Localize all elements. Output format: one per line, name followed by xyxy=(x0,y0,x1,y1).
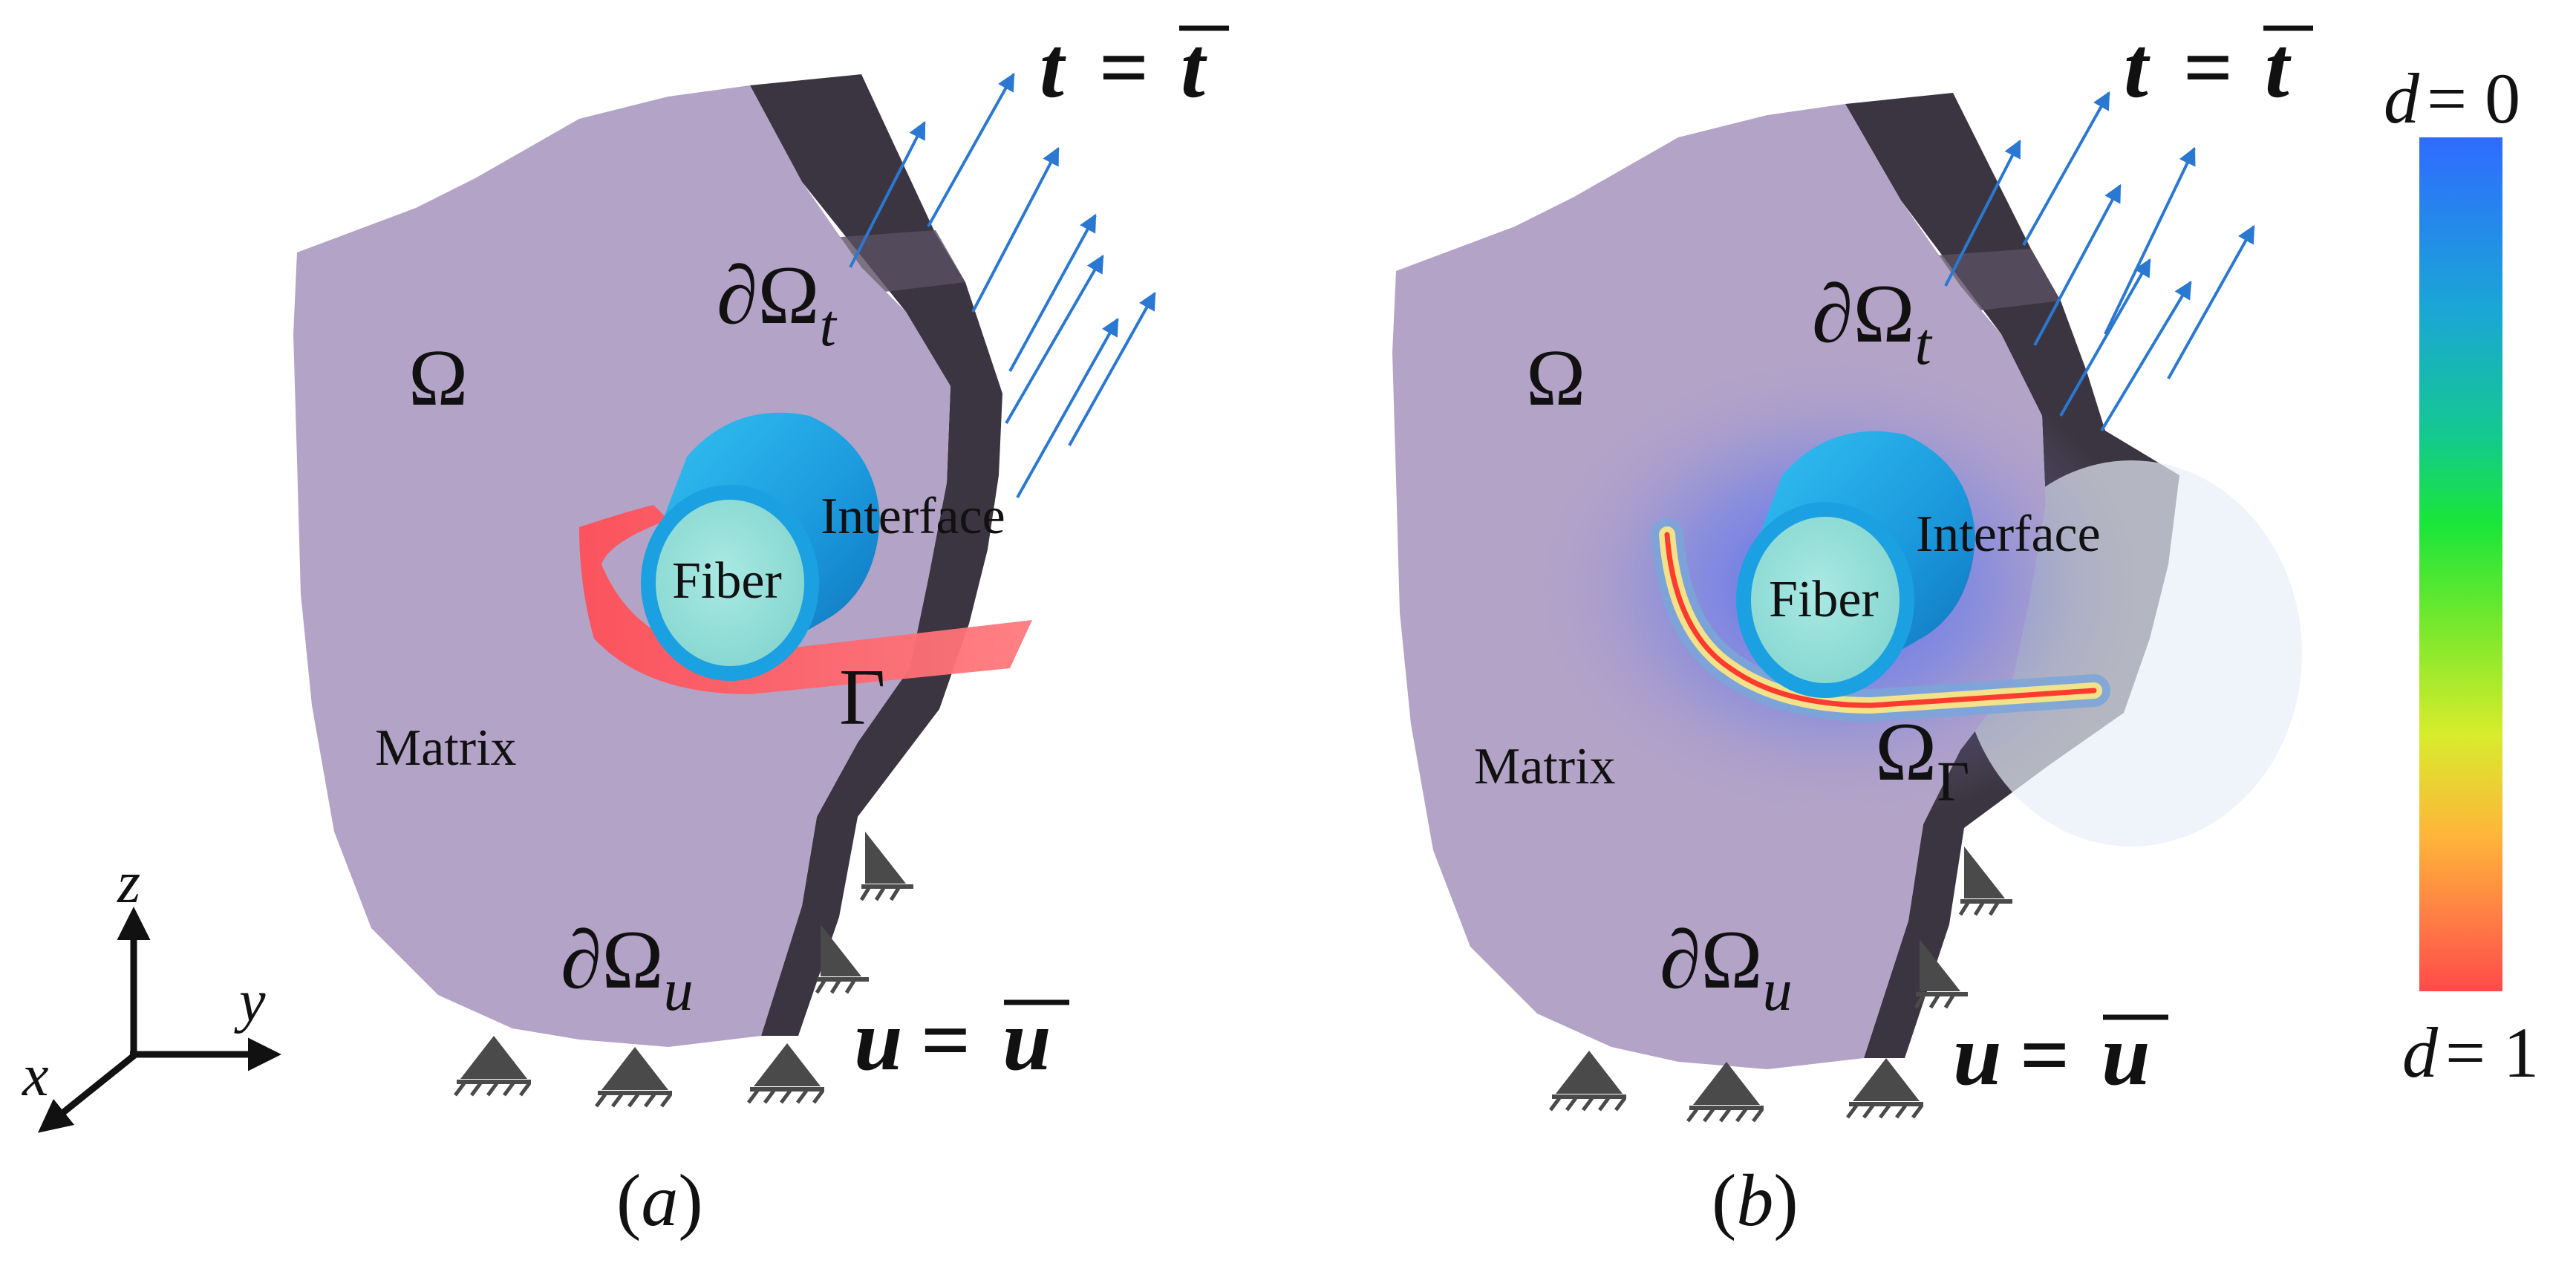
support-icon xyxy=(1960,846,2012,915)
support-icon xyxy=(455,1036,531,1095)
panel-b-interface-label: Interface xyxy=(1916,506,2101,563)
svg-text:u: u xyxy=(1002,991,1051,1089)
traction-arrow xyxy=(849,120,926,268)
panel-a-side-face-top xyxy=(750,74,1002,1036)
svg-text:=: = xyxy=(2183,19,2233,116)
panel-a-crack-label: Γ xyxy=(839,653,885,742)
panel-a-traction-equation: t = t xyxy=(1040,19,1229,116)
svg-text:t: t xyxy=(2265,19,2292,116)
support-icon xyxy=(1688,1062,1764,1121)
x-axis xyxy=(37,1050,140,1133)
svg-text:t: t xyxy=(2124,19,2151,116)
panel-b-traction-equation: t = t xyxy=(2124,19,2313,116)
support-icon xyxy=(1848,1058,1923,1117)
svg-text:u: u xyxy=(1953,1006,2002,1103)
colorbar-bottom-label: d= 1 xyxy=(2402,1013,2539,1092)
panel-a-domain-label: Ω xyxy=(408,334,468,422)
x-axis-label: x xyxy=(22,1043,49,1109)
panel-a: Ω ∂Ωt Interface Fiber Γ Matrix ∂Ωu t = t… xyxy=(293,19,1229,1241)
support-icon xyxy=(817,924,869,993)
colorbar-top-label: d= 0 xyxy=(2384,59,2520,138)
y-axis-label: y xyxy=(234,969,266,1034)
svg-text:=: = xyxy=(1099,19,1149,116)
panel-a-fiber-face xyxy=(656,500,804,666)
traction-arrow xyxy=(971,146,1060,313)
panel-a-displacement-boundary-label: ∂Ωu xyxy=(561,914,694,1023)
panel-b-matrix-label: Matrix xyxy=(1474,738,1616,795)
traction-arrow xyxy=(2022,91,2110,246)
panel-b-displacement-boundary-label: ∂Ωu xyxy=(1660,914,1793,1023)
support-icon xyxy=(596,1047,672,1106)
z-axis-label: z xyxy=(117,850,140,916)
traction-arrow xyxy=(2167,224,2255,379)
svg-text:=: = xyxy=(921,991,971,1089)
svg-text:t: t xyxy=(1181,19,1207,116)
panel-b-domain-label: Ω xyxy=(1526,334,1585,422)
panel-a-interface-label: Interface xyxy=(821,488,1005,545)
traction-arrow xyxy=(2059,258,2151,417)
panel-b-fiber-face xyxy=(1751,517,1900,683)
colorbar-gradient xyxy=(2419,137,2502,991)
traction-arrow xyxy=(927,72,1015,227)
support-icon xyxy=(861,832,913,900)
panel-b: Ω ∂Ωt Interface Fiber ΩΓ Matrix ∂Ωu t = … xyxy=(1392,19,2313,1241)
panel-a-displacement-equation: u = u xyxy=(854,991,1069,1089)
panel-a-traction-boundary-label: ∂Ωt xyxy=(717,249,838,359)
panel-b-displacement-equation: u = u xyxy=(1953,1006,2168,1103)
panel-b-caption: (b) xyxy=(1712,1159,1799,1241)
damage-colorbar: d= 0 d= 1 xyxy=(2384,59,2539,1092)
traction-arrow xyxy=(1008,213,1097,372)
svg-text:u: u xyxy=(2101,1006,2151,1103)
traction-arrow xyxy=(1068,291,1156,446)
traction-arrow xyxy=(1016,317,1119,498)
traction-arrow xyxy=(1944,139,2021,287)
panel-b-traction-arrows xyxy=(1944,91,2255,432)
traction-arrow xyxy=(2104,146,2196,335)
coordinate-axes xyxy=(37,907,281,1133)
support-icon xyxy=(749,1043,824,1103)
traction-arrow xyxy=(2100,280,2192,432)
panel-a-crack-band xyxy=(579,505,1032,694)
panel-a-traction-arrows xyxy=(849,72,1156,498)
support-icon xyxy=(1551,1051,1626,1110)
support-icon xyxy=(1916,939,1968,1008)
svg-text:u: u xyxy=(854,991,903,1089)
panel-b-traction-boundary-label: ∂Ωt xyxy=(1812,268,1933,377)
panel-b-fiber-label: Fiber xyxy=(1769,571,1879,628)
panel-b-side-face xyxy=(1845,93,2179,1058)
panel-a-matrix-label: Matrix xyxy=(375,720,517,777)
svg-text:t: t xyxy=(1040,19,1066,116)
panel-a-caption: (a) xyxy=(616,1159,703,1241)
panel-b-crack-zone-core xyxy=(1664,532,2097,708)
svg-text:=: = xyxy=(2020,1006,2070,1103)
panel-a-fiber-label: Fiber xyxy=(672,552,782,610)
panel-a-matrix-body xyxy=(293,85,950,1047)
traction-arrow xyxy=(2033,183,2122,346)
panel-b-crack-zone-label: ΩΓ xyxy=(1875,706,1969,813)
traction-arrow xyxy=(1005,254,1104,425)
